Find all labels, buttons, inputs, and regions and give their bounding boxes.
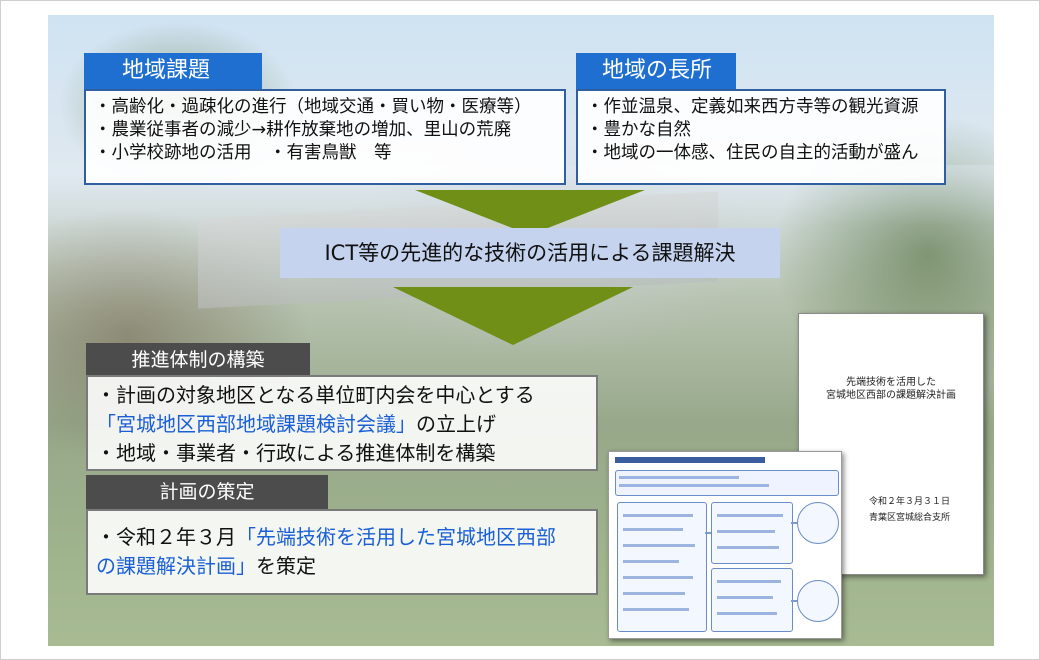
diagram-text-line bbox=[717, 580, 781, 583]
strengths-heading: 地域の長所 bbox=[576, 53, 736, 89]
promotion-line: ・計画の対象地区となる単位町内会を中心とする bbox=[96, 383, 535, 407]
down-arrow-icon bbox=[415, 190, 645, 235]
diagram-text-line bbox=[619, 476, 739, 479]
plan-line: ・令和２年３月「先端技術を活用した宮城地区西部 bbox=[96, 523, 596, 552]
diagram-text-line bbox=[623, 576, 693, 579]
diagram-text-line bbox=[717, 612, 777, 615]
challenges-item: ・高齢化・過疎化の進行（地域交通・買い物・医療等） bbox=[94, 97, 532, 117]
diagram-connector bbox=[705, 532, 711, 534]
strengths-item: ・作並温泉、定義如来西方寺等の観光資源 bbox=[586, 97, 919, 117]
strengths-item: ・地域の一体感、住民の自主的活動が盛ん bbox=[586, 143, 919, 163]
down-arrow-icon bbox=[393, 287, 633, 345]
diagram-box bbox=[615, 470, 839, 496]
diagram-circle bbox=[797, 580, 839, 622]
plan-line-prefix: ・令和２年３月 bbox=[96, 525, 236, 549]
diagram-connector bbox=[791, 600, 797, 602]
plan-highlight: 「先端技術を活用した宮城地区西部 bbox=[236, 525, 556, 549]
diagram-text-line bbox=[623, 528, 683, 531]
challenges-item: ・農業従事者の減少→耕作放棄地の増加、里山の荒廃 bbox=[94, 120, 512, 140]
diagram-box bbox=[711, 568, 793, 632]
challenges-heading: 地域課題 bbox=[84, 53, 262, 89]
diagram-text-line bbox=[717, 596, 773, 599]
diagram-title-bar bbox=[615, 457, 765, 463]
promotion-line: 「宮城地区西部地域課題検討会議」の立上げ bbox=[96, 410, 596, 439]
plan-highlight: の課題解決計画」 bbox=[96, 554, 256, 578]
diagram-text-line bbox=[619, 484, 769, 487]
strengths-item: ・豊かな自然 bbox=[586, 120, 691, 140]
promotion-line-rest: の立上げ bbox=[416, 412, 496, 436]
promotion-line: ・地域・事業者・行政による推進体制を構築 bbox=[96, 441, 496, 465]
strengths-box: ・作並温泉、定義如来西方寺等の観光資源 ・豊かな自然 ・地域の一体感、住民の自主… bbox=[576, 89, 946, 185]
cover-title-line: 宮城地区西部の課題解決計画 bbox=[826, 390, 956, 401]
promotion-highlight: 「宮城地区西部地域課題検討会議」 bbox=[96, 412, 416, 436]
diagram-text-line bbox=[717, 514, 783, 517]
diagram-text-line bbox=[623, 560, 679, 563]
challenges-item: ・小学校跡地の活用 ・有害鳥獣 等 bbox=[94, 143, 392, 163]
plan-box: ・令和２年３月「先端技術を活用した宮城地区西部 の課題解決計画」を策定 bbox=[86, 509, 598, 595]
diagram-text-line bbox=[623, 592, 685, 595]
diagram-box bbox=[711, 502, 793, 564]
diagram-circle bbox=[797, 502, 839, 544]
plan-diagram-thumbnail bbox=[608, 451, 842, 639]
plan-line-rest: を策定 bbox=[256, 554, 316, 578]
diagram-text-line bbox=[623, 608, 689, 611]
promotion-box: ・計画の対象地区となる単位町内会を中心とする 「宮城地区西部地域課題検討会議」の… bbox=[86, 375, 598, 471]
solution-banner: ICT等の先進的な技術の活用による課題解決 bbox=[280, 228, 780, 278]
plan-line: の課題解決計画」を策定 bbox=[96, 552, 596, 581]
diagram-connector bbox=[791, 522, 797, 524]
promotion-heading: 推進体制の構築 bbox=[86, 343, 310, 377]
plan-heading: 計画の策定 bbox=[86, 475, 328, 509]
diagram-text-line bbox=[717, 546, 779, 549]
diagram-text-line bbox=[623, 544, 695, 547]
cover-title-line: 先端技術を活用した bbox=[846, 377, 936, 388]
challenges-box: ・高齢化・過疎化の進行（地域交通・買い物・医療等） ・農業従事者の減少→耕作放棄… bbox=[84, 89, 566, 185]
cover-title: 先端技術を活用した 宮城地区西部の課題解決計画 bbox=[799, 376, 983, 402]
diagram-text-line bbox=[623, 514, 693, 517]
diagram-box bbox=[617, 502, 707, 632]
slide: 地域課題 ・高齢化・過疎化の進行（地域交通・買い物・医療等） ・農業従事者の減少… bbox=[48, 15, 994, 646]
cover-org: 青葉区宮城総合支所 bbox=[869, 513, 951, 523]
diagram-text-line bbox=[717, 530, 775, 533]
cover-date: 令和２年３月３１日 bbox=[869, 497, 951, 507]
